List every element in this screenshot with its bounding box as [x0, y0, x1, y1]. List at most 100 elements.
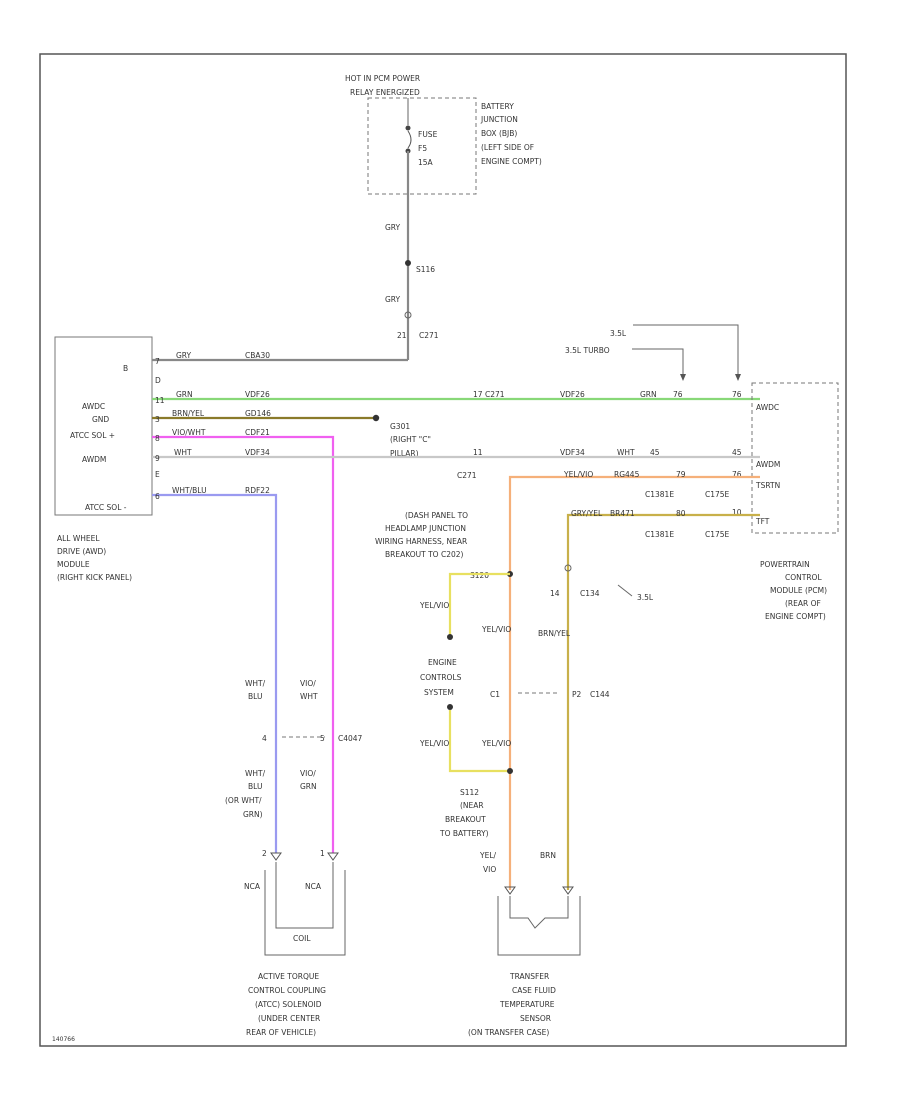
s112-label-4: TO BATTERY) — [439, 829, 489, 838]
pcm-pin-tsrtn: TSRTN — [755, 481, 780, 490]
tc-right-label: BRN — [540, 851, 556, 860]
figure-id: 140766 — [52, 1036, 75, 1043]
tc-sensor-outline — [497, 896, 581, 956]
wht-row-circuit: VDF34 — [245, 448, 270, 457]
brn-sensor-wire — [566, 513, 760, 890]
engine-controls-label-2: CONTROLS — [420, 673, 462, 682]
blu-row-circuit: RDF22 — [245, 486, 270, 495]
c271-terminal — [404, 311, 412, 319]
atcc-left-alt-2: BLU — [248, 782, 262, 791]
s112-label-3: BREAKOUT — [445, 815, 486, 824]
s112-label-2: (NEAR — [460, 801, 484, 810]
pcm-label-4: (REAR OF — [785, 599, 821, 608]
tc-label-1: TRANSFER — [509, 972, 549, 981]
atcc-right-alt-2: GRN — [300, 782, 317, 791]
atcc-label-4: (UNDER CENTER — [258, 1014, 320, 1023]
fuse-box-outline — [367, 97, 477, 195]
yel-sensor-pcm-pin: 79 — [676, 470, 686, 479]
brn-row-color: BRN/YEL — [172, 409, 205, 418]
pcm-label-3: MODULE (PCM) — [770, 586, 827, 595]
grn-row-pin: 11 — [155, 396, 165, 405]
pcm-pin-tft: TFT — [755, 517, 770, 526]
engine-controls-arrow-lower — [447, 704, 453, 710]
awd-pin-gnd: GND — [92, 415, 109, 424]
brn-yel-label: BRN/YEL — [538, 629, 571, 638]
c144-pin-left: C1 — [490, 690, 500, 699]
grn-pcm-pin: 76 — [673, 390, 683, 399]
gry-row-color: GRY — [176, 351, 192, 360]
c134-option: 3.5L — [637, 593, 654, 602]
c144-pin-right: P2 — [572, 690, 582, 699]
awd-module-label-1: ALL WHEEL — [57, 534, 100, 543]
brn-sensor-circuit: BR471 — [610, 509, 635, 518]
s120-label-1: (DASH PANEL TO — [405, 511, 468, 520]
brn-row-pin: 3 — [155, 415, 160, 424]
g301-label-3: PILLAR) — [390, 449, 419, 458]
engine-controls-label-1: ENGINE — [428, 658, 457, 667]
vio-row-circuit: CDF21 — [245, 428, 270, 437]
pcm-pin-awdc: AWDC — [756, 403, 779, 412]
wht-mid-circuit: VDF34 — [560, 448, 585, 457]
tc-label-2: CASE FLUID — [512, 986, 556, 995]
gry-row-pin: 7 — [155, 357, 160, 366]
awd-module-label-2: DRIVE (AWD) — [57, 547, 106, 556]
gry-row-circuit: CBA30 — [245, 351, 270, 360]
atcc-left-alt-3: (OR WHT/ — [225, 796, 262, 805]
atcc-left-alt-1: WHT/ — [245, 769, 266, 778]
fuse-terminal-top — [405, 125, 411, 131]
tc-connector-right — [562, 886, 574, 895]
g301-label-1: G301 — [390, 422, 410, 431]
fuse-label-2: F5 — [418, 144, 427, 153]
grn-mid-pin: 17 — [473, 390, 483, 399]
c271-connector: C271 — [419, 331, 439, 340]
awd-pin-atcc-minus: ATCC SOL - — [85, 503, 127, 512]
pcm-connector-2: C175E — [705, 490, 730, 499]
s112-label-1: S112 — [460, 788, 479, 797]
c271-pin: 21 — [397, 331, 407, 340]
atcc-term-left: NCA — [244, 882, 261, 891]
awd-pin-awdc: AWDC — [82, 402, 105, 411]
blu-row-pin: 6 — [155, 492, 160, 501]
tc-label-5: (ON TRANSFER CASE) — [468, 1028, 549, 1037]
c134-pin: 14 — [550, 589, 560, 598]
s120-label-5: S120 — [470, 571, 489, 580]
blu-row-color: WHT/BLU — [172, 486, 207, 495]
vio-row-color: VIO/WHT — [172, 428, 206, 437]
diagram-border — [39, 53, 847, 1047]
yel-vio-label-1: YEL/VIO — [419, 601, 449, 610]
engine-controls-label-3: SYSTEM — [424, 688, 454, 697]
pcm-pin-num-3: 76 — [732, 470, 742, 479]
gry-wire-label-1: GRY — [385, 223, 401, 232]
wht-blu-wire — [152, 493, 278, 853]
pcm-pin-num-2: 45 — [732, 448, 742, 457]
c134-option-arrow — [617, 584, 633, 597]
tc-label-3: TEMPERATURE — [499, 1000, 555, 1009]
yel-sensor-color: YEL/VIO — [563, 470, 593, 479]
atcc-device-outline — [264, 870, 346, 956]
engine-option-1: 3.5L — [610, 329, 627, 338]
fuse-icon — [407, 130, 412, 149]
brn-row-circuit: GD146 — [245, 409, 271, 418]
fuse-label-1: FUSE — [418, 130, 438, 139]
s120-label-3: WIRING HARNESS, NEAR — [375, 537, 467, 546]
grn-row-color: GRN — [176, 390, 193, 399]
vio-wht-wire — [152, 435, 335, 853]
splice-s116-label: S116 — [416, 265, 435, 274]
yel-vio-sensor-wire — [508, 475, 760, 890]
atcc-coil — [275, 862, 334, 929]
top-box-title-1: HOT IN PCM POWER — [345, 74, 420, 83]
yel-vio-label-4: YEL/VIO — [481, 739, 511, 748]
c4047-pin-left: 4 — [262, 734, 267, 743]
brn-sensor-color: GRY/YEL — [571, 509, 603, 518]
tc-left-label-1: YEL/ — [479, 851, 496, 860]
pcm-pin-awdm: AWDM — [756, 460, 780, 469]
tc-sensor-element — [509, 896, 569, 929]
pcm-connector-3: C1381E — [645, 530, 674, 539]
c144-connector: C144 — [590, 690, 610, 699]
atcc-connector-right — [327, 852, 339, 861]
bjb-label-1: BATTERY — [481, 102, 514, 111]
atcc-right-alt-1: VIO/ — [300, 769, 316, 778]
engine-controls-arrow-upper — [447, 634, 453, 640]
grn-mid-connector: C271 — [485, 390, 505, 399]
